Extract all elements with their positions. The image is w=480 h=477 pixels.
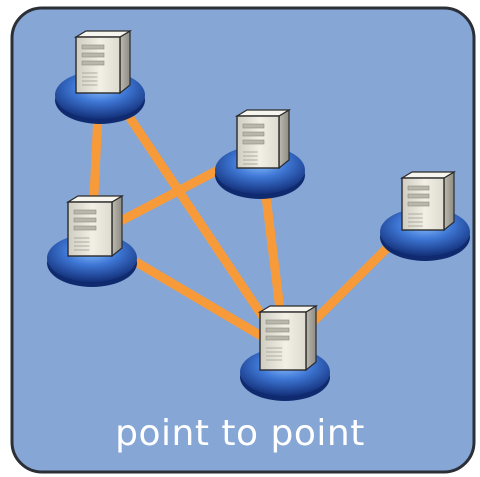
server-icon <box>234 108 292 170</box>
server-middle-left <box>47 194 137 287</box>
link-server-top-left-to-server-bottom <box>95 68 290 355</box>
nodes-layer <box>47 29 470 401</box>
server-icon <box>73 29 133 95</box>
server-right <box>380 170 470 261</box>
server-icon <box>65 194 125 258</box>
server-top-middle <box>215 108 305 199</box>
server-icon <box>399 170 457 232</box>
server-icon <box>257 304 319 372</box>
diagram-panel <box>10 6 476 474</box>
diagram-caption: point to point <box>115 413 365 454</box>
server-bottom <box>240 304 330 401</box>
server-top-left <box>55 29 145 124</box>
